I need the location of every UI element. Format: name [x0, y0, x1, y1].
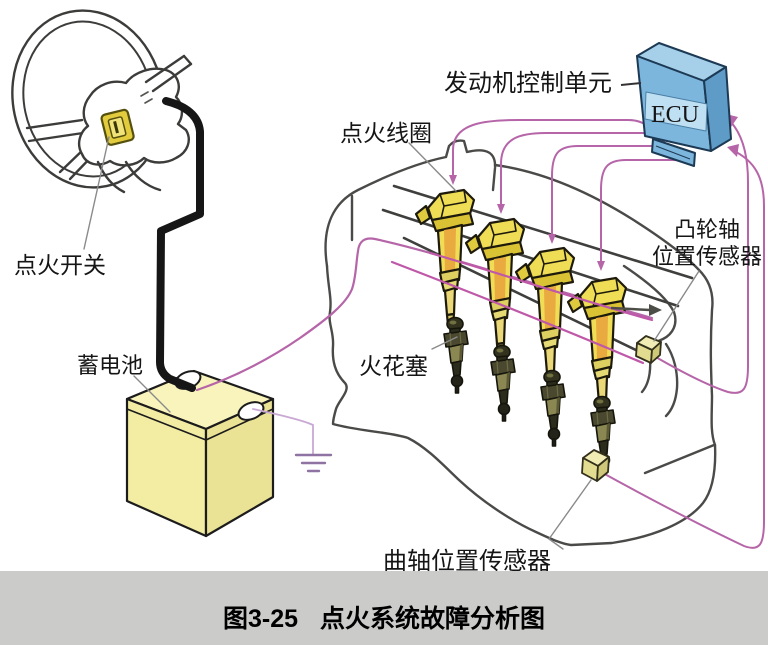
turn-signal-stalk — [144, 54, 193, 93]
ignition-switch — [100, 108, 135, 146]
steering-column-shroud — [77, 67, 190, 167]
crankshaft-position-sensor — [581, 449, 610, 482]
spark-plug-1 — [443, 316, 469, 394]
figure-caption: 图3-25 点火系统故障分析图 — [222, 604, 546, 633]
ground-symbol — [252, 408, 333, 473]
label-battery: 蓄电池 — [77, 353, 143, 378]
label-ignition-coil: 点火线圈 — [340, 121, 432, 146]
ignition-cable — [156, 97, 204, 392]
engine-block-outline — [324, 139, 717, 547]
label-spark-plug: 火花塞 — [359, 354, 428, 379]
battery — [125, 369, 275, 538]
spark-plug-2 — [490, 344, 516, 422]
label-ecu: ECU — [651, 102, 699, 128]
camshaft-position-sensor — [635, 335, 662, 364]
figure-title: 点火系统故障分析图 — [320, 604, 546, 633]
label-engine-control-unit: 发动机控制单元 — [444, 70, 612, 97]
ignition-coil-2 — [464, 217, 526, 356]
label-crankshaft-sensor: 曲轴位置传感器 — [383, 548, 551, 575]
spark-plug-3 — [540, 369, 566, 447]
ecu-label-dash — [620, 82, 642, 86]
figure-number: 图3-25 — [222, 604, 299, 633]
battery-terminal-negative — [237, 401, 265, 421]
ecu-box — [636, 42, 732, 167]
ecu-screen — [644, 91, 708, 132]
label-camshaft-sensor-line1: 凸轮轴 — [674, 217, 740, 242]
label-ignition-switch: 点火开关 — [14, 253, 106, 278]
caption-band: 图3-25 点火系统故障分析图 — [0, 571, 768, 645]
wiring-harness — [195, 114, 765, 549]
leader-lines — [83, 136, 700, 550]
camshaft-sensor-arrow — [610, 304, 662, 316]
label-camshaft-sensor-line2: 位置传感器 — [652, 244, 762, 269]
harness-front-lines — [390, 251, 654, 365]
